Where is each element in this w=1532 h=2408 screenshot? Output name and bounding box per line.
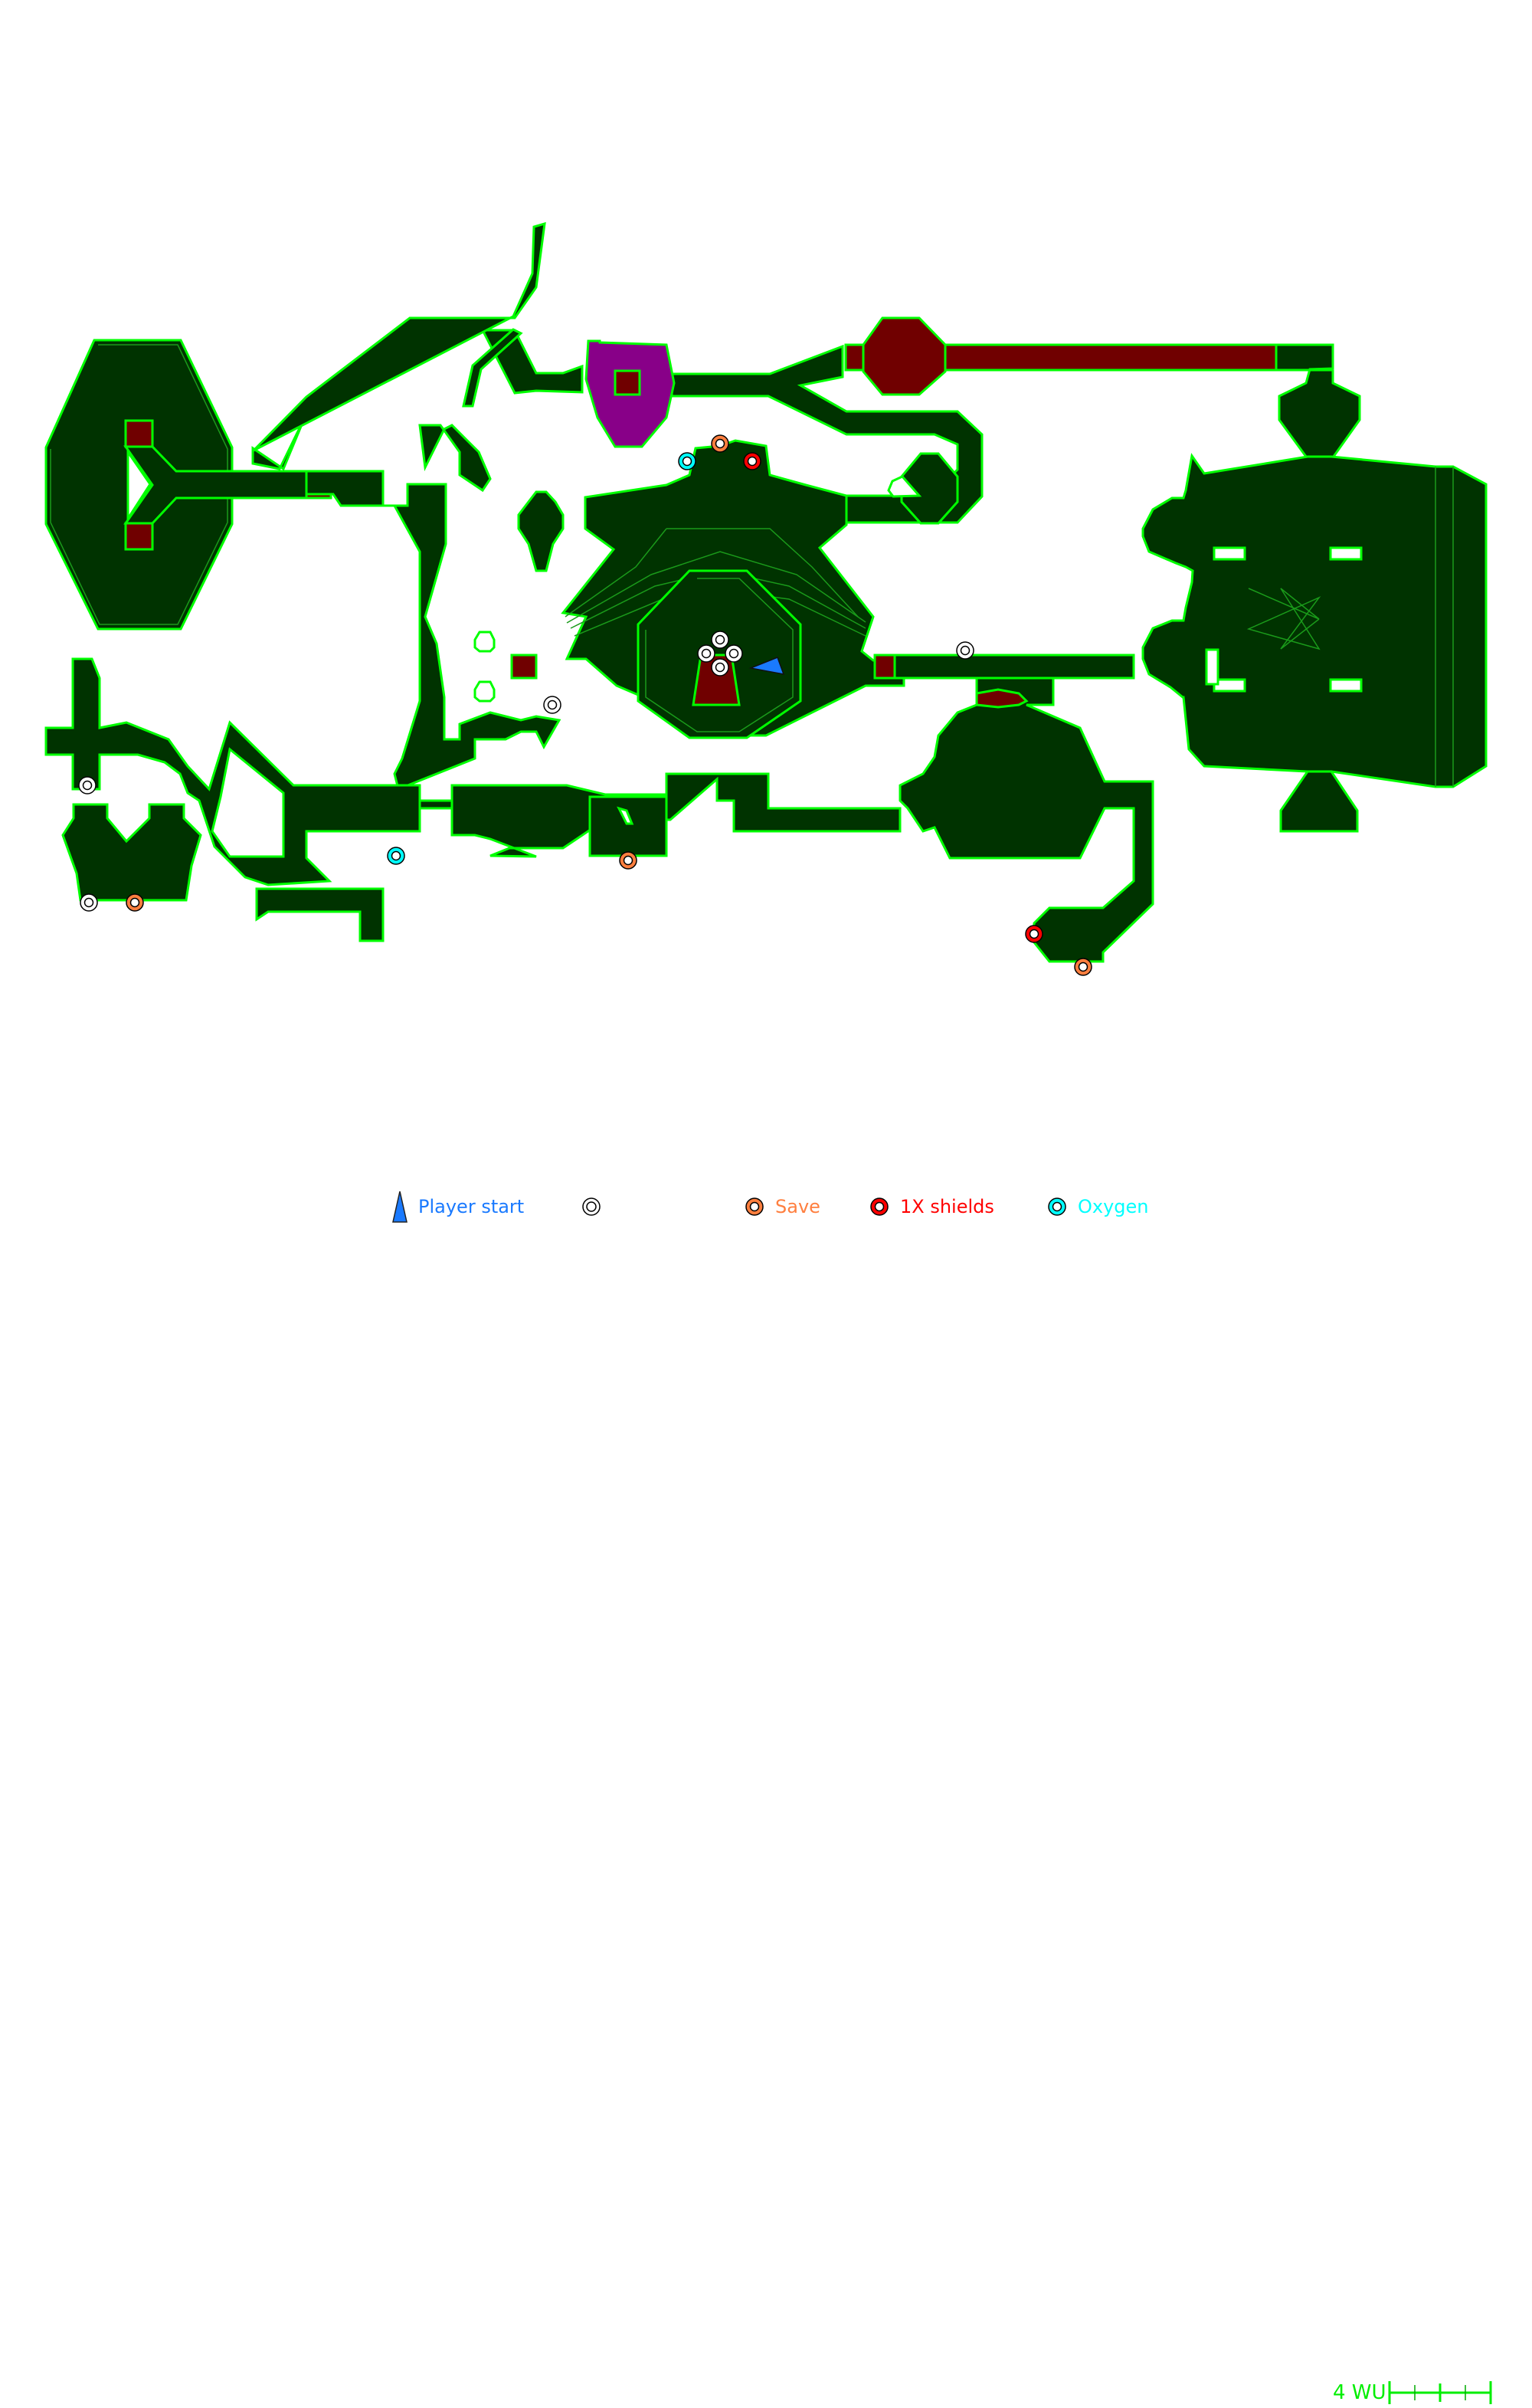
shields-marker [1025,925,1043,943]
north-lava-bar [944,343,1278,372]
center-hub-arc-3 [566,551,866,624]
north-east-funnel [1275,343,1361,461]
generic-item-icon [582,1197,601,1216]
west-lava-bottom [124,522,154,551]
diamond-room [517,490,565,572]
save-marker [711,434,729,453]
south-east-lava [975,688,1029,709]
lower-middle-room [588,795,668,857]
center-hub-arc-1 [666,528,859,618]
player-start-marker [748,657,785,675]
lower-hole [211,747,285,858]
generic-marker [725,644,743,663]
north-branch [462,328,523,408]
oxygen-icon [1048,1197,1066,1216]
lower-middle-hole [617,806,634,825]
map-geometry [44,221,1488,963]
generic-marker [80,893,98,912]
player-start-icon [392,1191,408,1223]
legend: Player start Save 1X shields Oxygen 4 WU [0,1188,1532,2404]
legend-oxygen: Oxygen [1046,1188,1149,1226]
east-hall-window-2 [1329,546,1363,561]
oxygen-marker [678,452,696,470]
north-spike-base [252,221,546,452]
east-hall-window-1 [1213,546,1246,561]
west-t-corridor [123,445,331,525]
purple-lava [614,369,641,396]
legend-label-player-start: Player start [418,1196,525,1217]
scale-ruler-icon [1388,2381,1492,2404]
legend-player-start: Player start [391,1188,524,1226]
legend-save: Save [743,1188,820,1226]
save-marker [126,893,144,912]
west-connector-hole-1 [473,631,496,653]
west-hook [418,424,492,493]
legend-generic-item [580,1188,612,1226]
north-east-corridor [670,344,984,524]
center-hub-arc-2 [565,528,667,618]
south-east-complex [899,677,1154,963]
south-west-room [61,803,202,902]
generic-marker [697,644,715,663]
west-hole [126,448,152,523]
generic-marker [711,658,729,677]
scale-bar: 4 WU [1333,2377,1494,2408]
legend-label-shields: 1X shields [900,1196,994,1217]
legend-label-oxygen: Oxygen [1078,1196,1149,1217]
map-markers [78,434,1092,976]
west-lava-top [124,419,154,448]
east-hall-window-4 [1329,678,1363,693]
west-connector-hole-2 [473,680,496,703]
east-great-hall [1141,453,1488,788]
east-corridor [893,654,1135,680]
south-west-bracket [255,887,385,942]
legend-label-save: Save [775,1196,820,1217]
east-hall-window-3 [1213,678,1246,693]
east-hall-door [1205,648,1219,686]
west-octagon-inner [50,344,228,625]
north-lava-octagon [862,316,947,396]
west-connector [305,470,561,791]
generic-marker [78,776,97,794]
generic-marker [543,696,561,714]
ring-hole [887,475,922,498]
save-marker [1074,958,1092,976]
shields-marker [743,452,761,470]
shields-icon [870,1197,889,1216]
oxygen-marker [387,847,405,865]
level-map [44,221,1488,976]
save-icon [745,1197,764,1216]
generic-marker [711,631,729,649]
center-east-lava [873,654,896,680]
center-octagon-inner [645,578,794,732]
center-west-lava [510,654,538,680]
east-hall-star [1246,588,1321,650]
scale-label: 4 WU [1333,2381,1386,2404]
save-marker [619,851,637,870]
generic-marker [956,641,974,660]
south-east-funnel [1279,770,1359,833]
legend-shields: 1X shields [868,1188,994,1226]
